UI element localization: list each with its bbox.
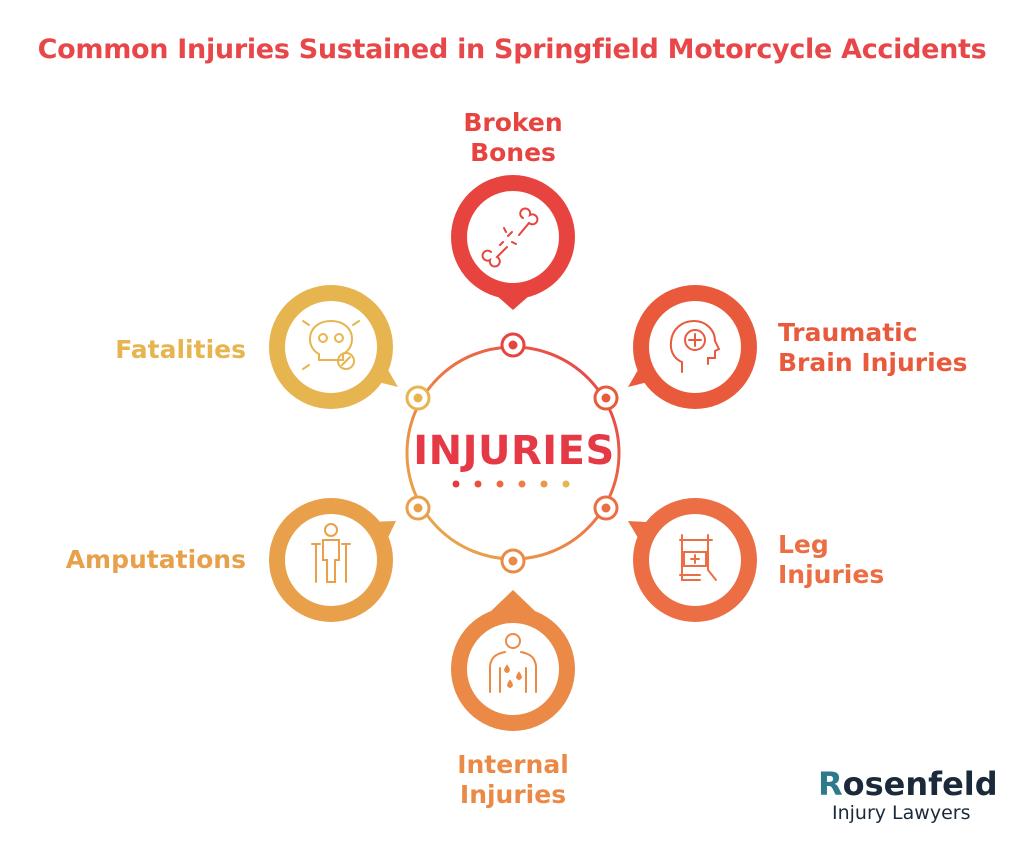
node-leg-injuries [628, 498, 757, 622]
connector-upper-left [405, 385, 431, 411]
label-leg-injuries-line2: Injuries [778, 560, 885, 589]
broken-bone-icon [481, 207, 539, 268]
label-leg-injuries: Leg Injuries [778, 530, 884, 590]
label-amputations-line1: Amputations [65, 545, 246, 574]
center-dots [452, 480, 570, 488]
skull-icon [302, 319, 360, 370]
label-traumatic-brain: Traumatic Brain Injuries [778, 318, 968, 378]
torso-icon [489, 633, 537, 693]
brain-head-icon [669, 319, 721, 373]
node-broken-bones [451, 175, 575, 310]
leg-brace-icon [679, 534, 717, 581]
connector-top [500, 332, 526, 358]
node-traumatic-brain [628, 285, 757, 409]
label-traumatic-brain-line2: Brain Injuries [778, 348, 968, 377]
node-amputations [269, 498, 396, 622]
label-internal-injuries-line1: Internal [457, 750, 569, 779]
label-amputations: Amputations [40, 545, 246, 575]
ring-connectors [405, 332, 619, 574]
label-broken-bones-line1: Broken [463, 108, 563, 137]
label-internal-injuries-line2: Injuries [459, 780, 567, 809]
logo-wordmark: Rosenfeld [818, 766, 998, 802]
connector-upper-right [593, 385, 619, 411]
label-broken-bones: Broken Bones [440, 108, 586, 168]
label-fatalities: Fatalities [80, 335, 246, 365]
label-fatalities-line1: Fatalities [115, 335, 246, 364]
logo-subtitle: Injury Lawyers [832, 802, 971, 824]
label-traumatic-brain-line1: Traumatic [778, 318, 918, 347]
logo-initial: R [818, 765, 843, 803]
connector-lower-left [405, 495, 431, 521]
connector-bottom [500, 548, 526, 574]
page-title: Common Injuries Sustained in Springfield… [37, 34, 987, 65]
label-broken-bones-line2: Bones [470, 138, 556, 167]
company-logo: Rosenfeld Injury Lawyers [818, 766, 998, 824]
node-internal-injuries [451, 590, 575, 731]
logo-name: osenfeld [842, 765, 998, 803]
label-leg-injuries-line1: Leg [778, 530, 829, 559]
label-internal-injuries: Internal Injuries [428, 750, 598, 810]
node-fatalities [269, 285, 398, 409]
connector-lower-right [593, 495, 619, 521]
crutch-person-icon [311, 523, 351, 583]
center-label: INJURIES [413, 428, 615, 474]
